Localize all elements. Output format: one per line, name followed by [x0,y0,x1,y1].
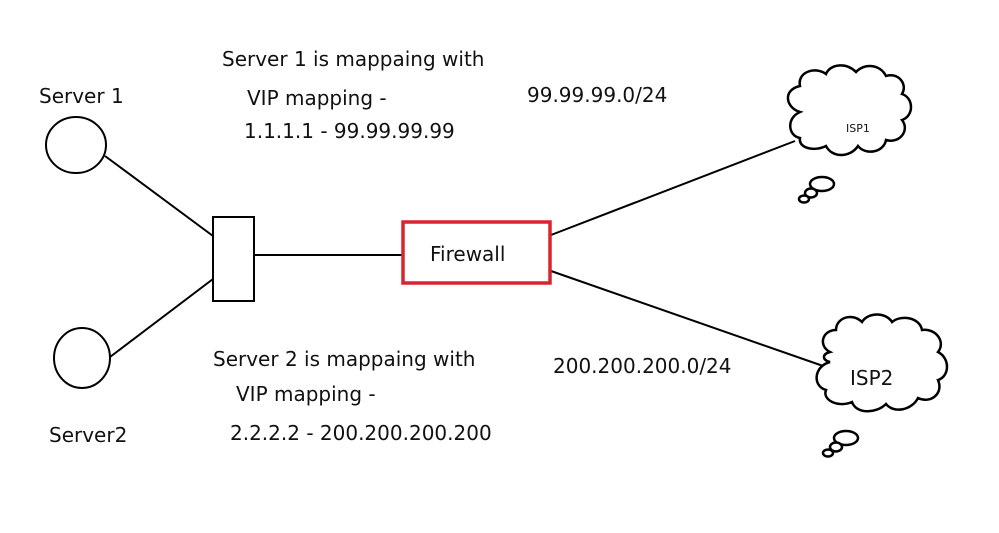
server2-mapping-line2: VIP mapping - [236,382,376,406]
edge-firewall-isp1 [550,140,796,236]
server2-mapping-line3: 2.2.2.2 - 200.200.200.200 [230,421,492,445]
isp1-cloud-icon[interactable] [786,64,913,204]
isp2-subnet-label: 200.200.200.0/24 [553,354,732,378]
server1-mapping-line3: 1.1.1.1 - 99.99.99.99 [244,119,455,143]
firewall-label: Firewall [430,242,506,266]
isp1-label: ISP1 [846,122,870,135]
server1-mapping-line2: VIP mapping - [247,86,387,110]
server1-mapping-line1: Server 1 is mappaing with [222,47,485,71]
server2-label: Server2 [49,423,128,447]
firewall-node[interactable] [401,220,552,285]
edge-server2-switch [109,278,214,358]
edge-server1-switch [104,155,214,237]
isp1-subnet-label: 99.99.99.0/24 [527,83,668,107]
server1-label: Server 1 [39,84,124,108]
switch-node[interactable] [212,216,255,302]
edge-firewall-isp2 [550,270,827,368]
server2-mapping-line1: Server 2 is mappaing with [213,347,476,371]
isp2-cloud-icon[interactable] [815,313,949,458]
server2-node[interactable] [53,327,111,389]
isp2-label: ISP2 [850,366,894,390]
server1-node[interactable] [45,116,107,174]
